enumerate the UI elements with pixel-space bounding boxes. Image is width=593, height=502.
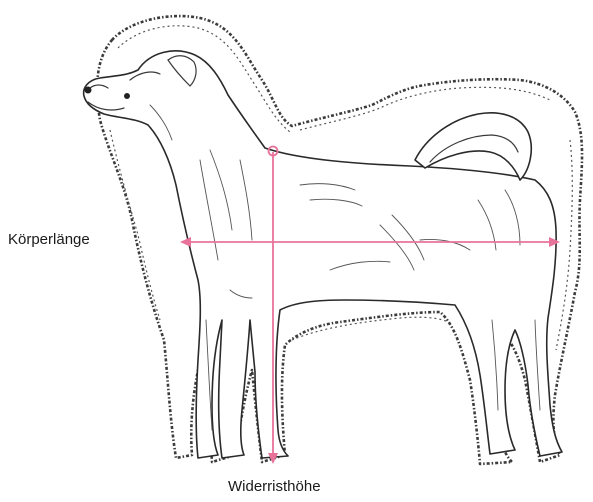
- nose-shape: [85, 87, 92, 94]
- eye-shape: [124, 93, 130, 99]
- dog-body: [84, 51, 562, 458]
- withers-height-label: Widerristhöhe: [228, 478, 321, 495]
- body-length-arrow-left: [180, 237, 191, 247]
- body-length-label: Körperlänge: [8, 231, 90, 248]
